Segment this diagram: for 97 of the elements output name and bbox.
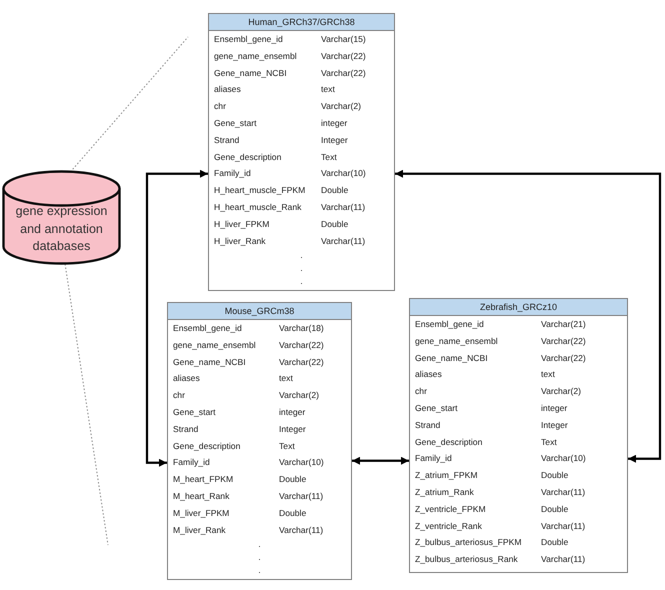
field-type: Text — [279, 440, 295, 452]
field-type: Varchar(22) — [541, 352, 586, 364]
field-name: M_heart_FPKM — [173, 473, 234, 486]
field-type: Varchar(22) — [321, 50, 366, 63]
field-type: Varchar(11) — [541, 553, 586, 566]
ellipsis: . . . — [299, 249, 304, 288]
field-name: Z_ventricle_Rank — [415, 520, 482, 532]
double-arrow — [146, 170, 208, 467]
field-type: Integer — [279, 422, 306, 436]
field-type: Double — [541, 469, 568, 482]
double-arrow — [395, 170, 662, 463]
field-name: Z_bulbus_arteriosus_Rank — [415, 553, 518, 566]
field-type: Varchar(22) — [279, 338, 324, 352]
field-type: Varchar(11) — [541, 486, 586, 499]
field-name: Gene_name_NCBI — [173, 356, 246, 368]
field-name: H_liver_FPKM — [214, 218, 270, 231]
field-type: Varchar(18) — [279, 322, 324, 335]
field-type: Double — [321, 184, 348, 197]
field-type: Varchar(2) — [279, 389, 319, 402]
field-type: Varchar(10) — [279, 456, 324, 470]
dotted-line — [70, 36, 188, 172]
field-type: Varchar(2) — [321, 100, 361, 113]
field-name: H_liver_Rank — [214, 234, 266, 248]
field-name: M_liver_FPKM — [173, 506, 230, 520]
database-table — [208, 13, 395, 292]
field-type: Integer — [541, 418, 568, 432]
field-name: Ensembl_gene_id — [415, 318, 484, 331]
field-name: Gene_description — [173, 440, 240, 452]
ellipsis: . . . — [257, 538, 262, 578]
field-name: gene_name_ensembl — [173, 338, 256, 352]
field-name: M_heart_Rank — [173, 490, 230, 503]
field-type: integer — [541, 402, 568, 415]
field-name: Gene_description — [415, 436, 482, 448]
field-type: Varchar(11) — [279, 524, 324, 536]
field-type: Varchar(15) — [321, 33, 366, 46]
field-name: Gene_start — [173, 406, 216, 419]
field-name: aliases — [415, 368, 442, 382]
field-type: Varchar(21) — [541, 318, 586, 331]
field-type: Double — [321, 218, 348, 231]
table-header: Zebrafish_GRCz10 — [410, 299, 627, 316]
field-type: Double — [541, 536, 568, 550]
field-name: Gene_name_NCBI — [214, 66, 287, 80]
field-name: Gene_description — [214, 150, 282, 164]
field-type: Varchar(22) — [279, 356, 324, 368]
table-header: Human_GRCh37/GRCh38 — [209, 14, 394, 31]
field-name: H_heart_muscle_Rank — [214, 200, 302, 214]
field-type: Varchar(11) — [321, 200, 366, 214]
database-cylinder — [2, 170, 121, 265]
field-name: Gene_name_NCBI — [415, 352, 488, 364]
field-name: Ensembl_gene_id — [173, 322, 242, 335]
field-name: Ensembl_gene_id — [214, 33, 283, 46]
field-name: Z_atrium_Rank — [415, 486, 474, 499]
cylinder-label: gene expression and annotation databases — [14, 203, 108, 255]
field-name: Strand — [214, 134, 240, 147]
field-name: gene_name_ensembl — [214, 50, 297, 63]
field-name: M_liver_Rank — [173, 524, 226, 536]
field-name: aliases — [173, 372, 200, 386]
field-name: Z_bulbus_arteriosus_FPKM — [415, 536, 522, 550]
field-name: Gene_start — [415, 402, 458, 415]
double-arrow — [352, 456, 409, 465]
field-type: Text — [321, 150, 337, 164]
field-name: chr — [214, 100, 226, 113]
field-type: text — [321, 83, 335, 96]
field-name: Gene_start — [214, 116, 257, 130]
field-name: chr — [415, 385, 427, 398]
table-header: Mouse_GRCm38 — [168, 303, 351, 320]
database-table — [167, 302, 352, 580]
field-name: Z_ventricle_FPKM — [415, 502, 486, 516]
field-name: Family_id — [415, 452, 452, 466]
field-name: aliases — [214, 83, 241, 96]
field-type: Double — [541, 502, 568, 516]
field-name: Strand — [415, 418, 440, 432]
field-type: Varchar(10) — [541, 452, 586, 466]
field-type: text — [279, 372, 293, 386]
field-type: Double — [279, 506, 306, 520]
field-name: Family_id — [173, 456, 210, 470]
field-type: Varchar(2) — [541, 385, 581, 398]
field-type: Varchar(22) — [541, 334, 586, 348]
field-name: H_heart_muscle_FPKM — [214, 184, 306, 197]
field-name: Family_id — [214, 167, 251, 180]
field-name: chr — [173, 389, 185, 402]
field-name: Strand — [173, 422, 198, 436]
field-type: Varchar(22) — [321, 66, 366, 80]
field-type: Integer — [321, 134, 348, 147]
field-type: Varchar(11) — [279, 490, 324, 503]
field-type: Text — [541, 436, 557, 448]
field-type: Varchar(11) — [541, 520, 586, 532]
field-type: integer — [279, 406, 306, 419]
field-type: Varchar(11) — [321, 234, 366, 248]
field-type: Double — [279, 473, 306, 486]
field-type: text — [541, 368, 555, 382]
field-name: gene_name_ensembl — [415, 334, 498, 348]
field-name: Z_atrium_FPKM — [415, 469, 478, 482]
field-type: Varchar(10) — [321, 167, 366, 180]
field-type: integer — [321, 116, 348, 130]
dotted-line — [64, 264, 108, 546]
database-table — [409, 298, 628, 573]
